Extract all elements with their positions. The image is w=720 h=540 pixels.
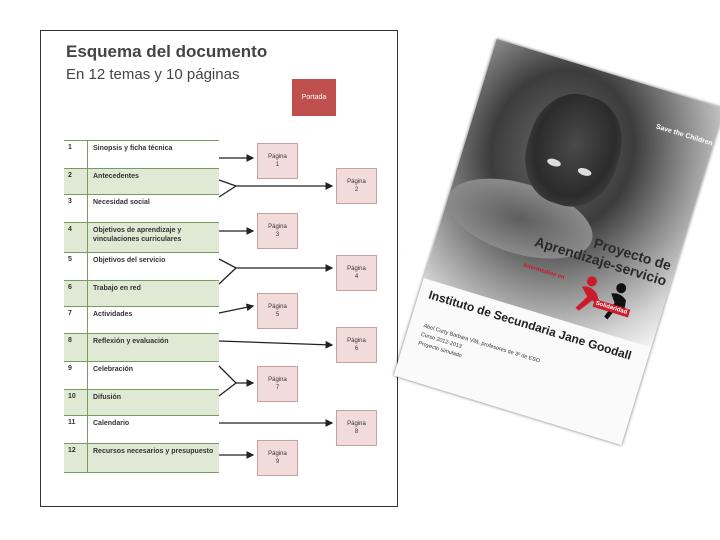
- save-the-children-logo: Save the Children: [655, 123, 714, 147]
- arrow-6: [219, 341, 332, 345]
- arrow-4: [219, 259, 332, 268]
- arrow-2b: [219, 186, 236, 197]
- arrow-4b: [219, 268, 236, 284]
- arrow-5: [219, 306, 253, 313]
- arrow-2: [219, 180, 332, 186]
- side-credit: ·: [398, 249, 403, 250]
- arrow-7: [219, 366, 253, 383]
- arrow-7b: [219, 383, 236, 396]
